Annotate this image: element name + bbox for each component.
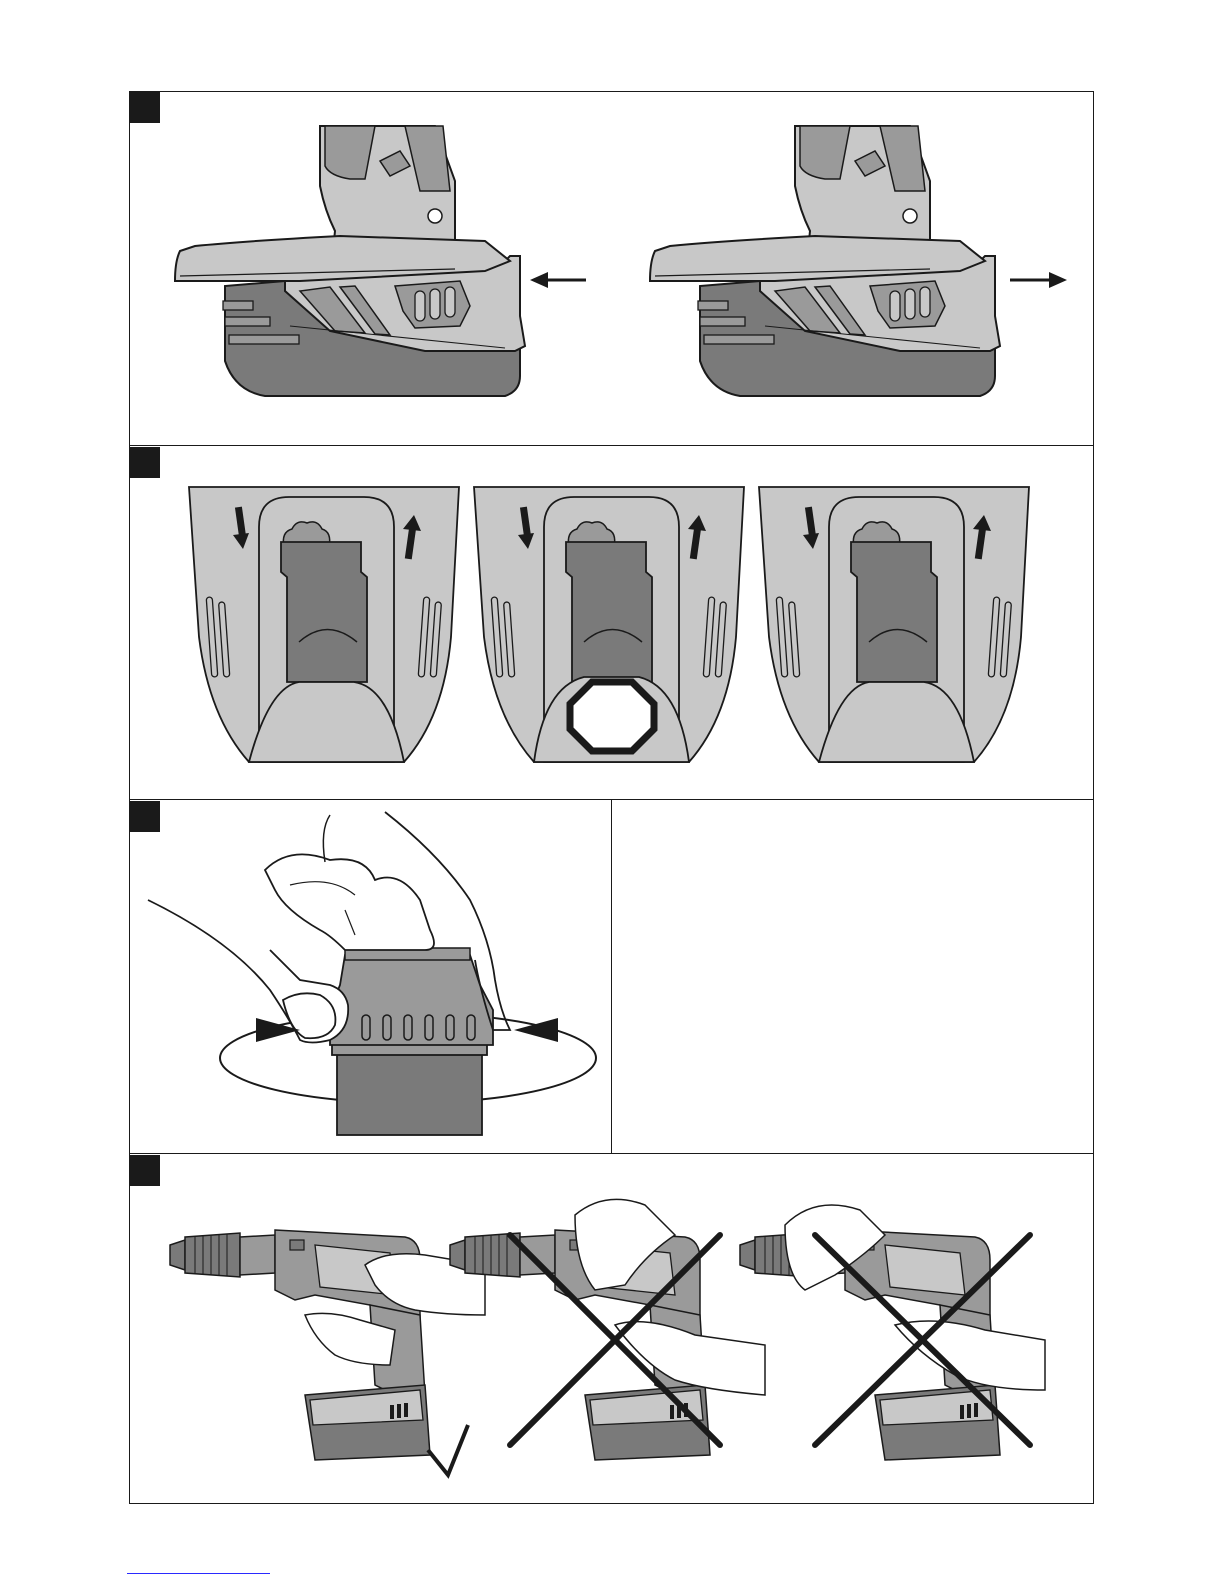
check-mark-icon xyxy=(428,1425,468,1475)
drill-incorrect-grip-2 xyxy=(740,1205,1045,1460)
drill-correct-grip xyxy=(170,1230,485,1460)
footer-link-underline[interactable] xyxy=(127,1573,270,1574)
